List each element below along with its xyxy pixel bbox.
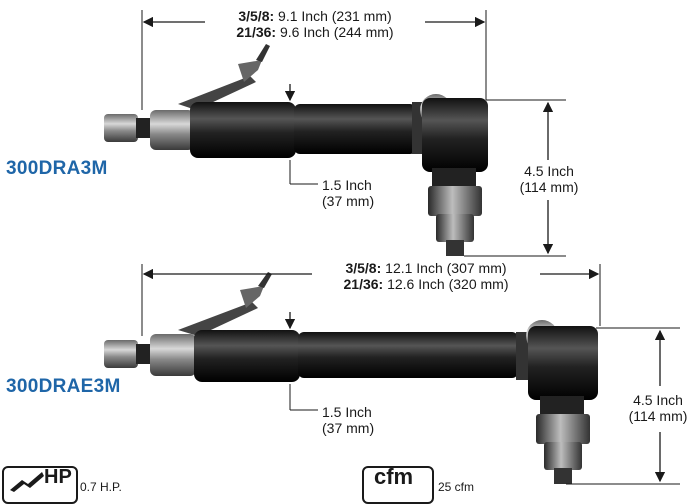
height-inch-2: 4.5 Inch (633, 392, 683, 408)
motor-power-icon (10, 472, 44, 492)
length-b-label-2: 21/36: (343, 276, 384, 292)
height-mm-1: (114 mm) (519, 179, 579, 195)
length-a-value-2: 12.1 Inch (307 mm) (385, 260, 507, 276)
grip-dimension-1: 1.5 Inch (37 mm) (322, 177, 374, 209)
length-b-label-1: 21/36: (236, 24, 277, 40)
height-inch-1: 4.5 Inch (524, 163, 574, 179)
model-name-300dra3m: 300DRA3M (6, 158, 108, 179)
grip-inch-1: 1.5 Inch (322, 177, 372, 193)
height-mm-2: (114 mm) (628, 408, 688, 424)
hp-badge: HP (2, 466, 78, 504)
grip-mm-2: (37 mm) (322, 420, 375, 436)
length-a-label-2: 3/5/8: (345, 260, 382, 276)
cfm-badge-text: cfm (374, 464, 414, 489)
length-b-value-2: 12.6 Inch (320 mm) (387, 276, 509, 292)
length-a-label-1: 3/5/8: (238, 8, 275, 24)
tool-300drae3m-image (104, 272, 598, 484)
length-b-value-1: 9.6 Inch (244 mm) (279, 24, 394, 40)
drawing-layer (104, 10, 680, 485)
length-dimension-1: 3/5/8: 9.1 Inch (231 mm) 21/36: 9.6 Inch… (205, 8, 425, 40)
length-a-value-1: 9.1 Inch (231 mm) (278, 8, 392, 24)
grip-mm-1: (37 mm) (322, 193, 375, 209)
length-dimension-2: 3/5/8: 12.1 Inch (307 mm) 21/36: 12.6 In… (312, 260, 540, 292)
cfm-value: 25 cfm (438, 480, 475, 494)
hp-value: 0.7 H.P. (80, 480, 122, 494)
tool-300dra3m-image (104, 44, 488, 256)
height-dimension-2: 4.5 Inch (114 mm) (620, 392, 696, 424)
cfm-badge: cfm (362, 464, 434, 504)
grip-dimension-2: 1.5 Inch (37 mm) (322, 404, 374, 436)
height-dimension-1: 4.5 Inch (114 mm) (508, 163, 590, 195)
model-name-300drae3m: 300DRAE3M (6, 376, 121, 397)
grip-inch-2: 1.5 Inch (322, 404, 372, 420)
hp-badge-text: HP (44, 466, 72, 488)
